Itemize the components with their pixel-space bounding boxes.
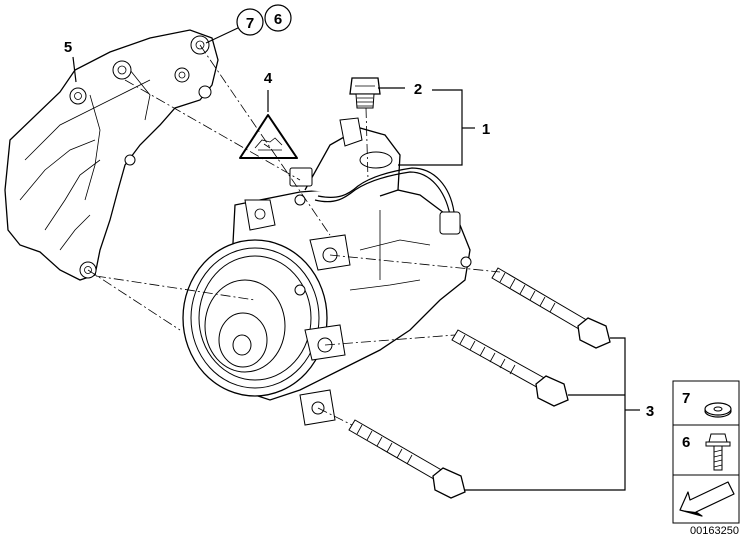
callout-2: 2 — [414, 81, 422, 98]
svg-text:7: 7 — [246, 15, 254, 32]
callout-6: 6 — [264, 4, 292, 32]
bolt-lower-part[interactable] — [348, 419, 466, 499]
bolt-middle-part[interactable] — [451, 329, 569, 407]
callout-3: 3 — [646, 403, 654, 420]
washer-icon — [704, 402, 732, 418]
callout-7: 7 — [236, 8, 264, 36]
document-number: 00163250 — [690, 525, 739, 536]
arrow-icon — [679, 481, 735, 517]
callout-4: 4 — [264, 70, 273, 87]
warning-label-part[interactable] — [239, 114, 298, 159]
alignment-lines — [87, 44, 501, 426]
svg-text:6: 6 — [274, 11, 282, 28]
callout-5: 5 — [64, 39, 72, 56]
bolt-upper-part[interactable] — [491, 267, 611, 349]
legend-label-washer: 7 — [682, 390, 690, 407]
legend-box: 7 6 — [672, 380, 740, 524]
bracket-part[interactable] — [4, 29, 219, 281]
fitting-part[interactable] — [349, 77, 381, 109]
ac-compressor-part[interactable] — [182, 117, 472, 426]
callout-1: 1 — [482, 121, 490, 138]
legend-label-bolt: 6 — [682, 434, 690, 451]
leader-lines — [72, 26, 640, 491]
bolt-icon — [705, 433, 731, 471]
